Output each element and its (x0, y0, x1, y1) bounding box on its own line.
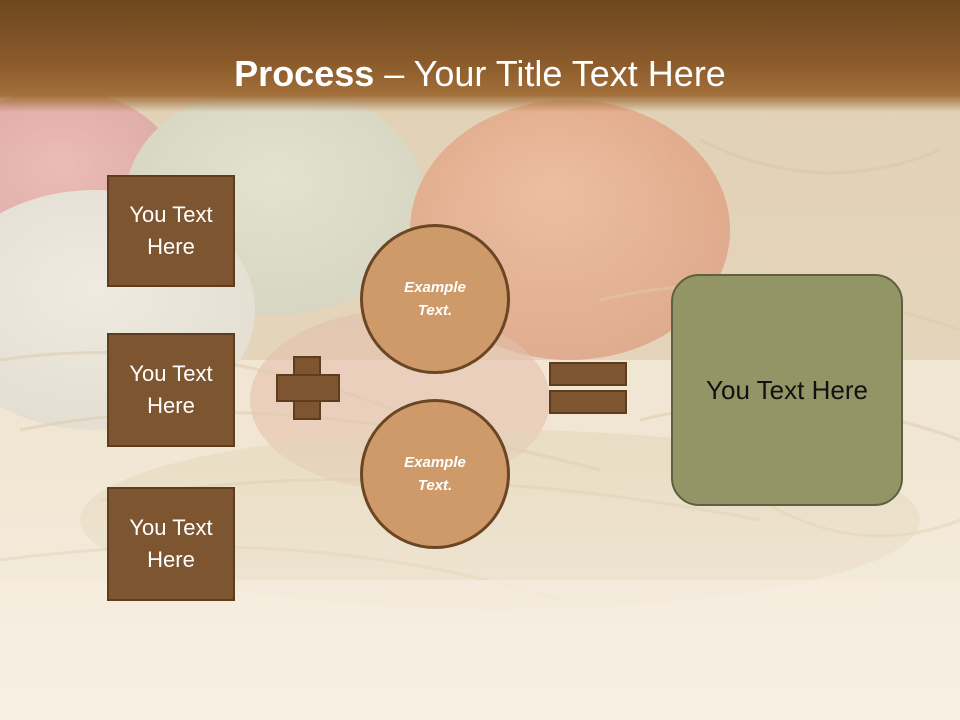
left-box-3: You Text Here (107, 487, 235, 601)
example-circle-2: Example Text. (360, 399, 510, 549)
left-box-2: You Text Here (107, 333, 235, 447)
title-bold: Process (234, 53, 375, 94)
example-circle-1: Example Text. (360, 224, 510, 374)
left-box-3-label: You Text Here (129, 515, 213, 572)
example-circle-2-label: Example Text. (404, 454, 466, 494)
example-circle-1-label: Example Text. (404, 279, 466, 319)
slide-title: Process – Your Title Text Here (0, 52, 960, 96)
title-bar: Process – Your Title Text Here (0, 0, 960, 112)
left-box-1: You Text Here (107, 175, 235, 287)
result-box-label: You Text Here (706, 374, 868, 405)
left-box-1-label: You Text Here (129, 202, 213, 259)
result-box: You Text Here (671, 274, 903, 506)
title-rest: – Your Title Text Here (374, 53, 726, 94)
left-box-2-label: You Text Here (129, 361, 213, 418)
